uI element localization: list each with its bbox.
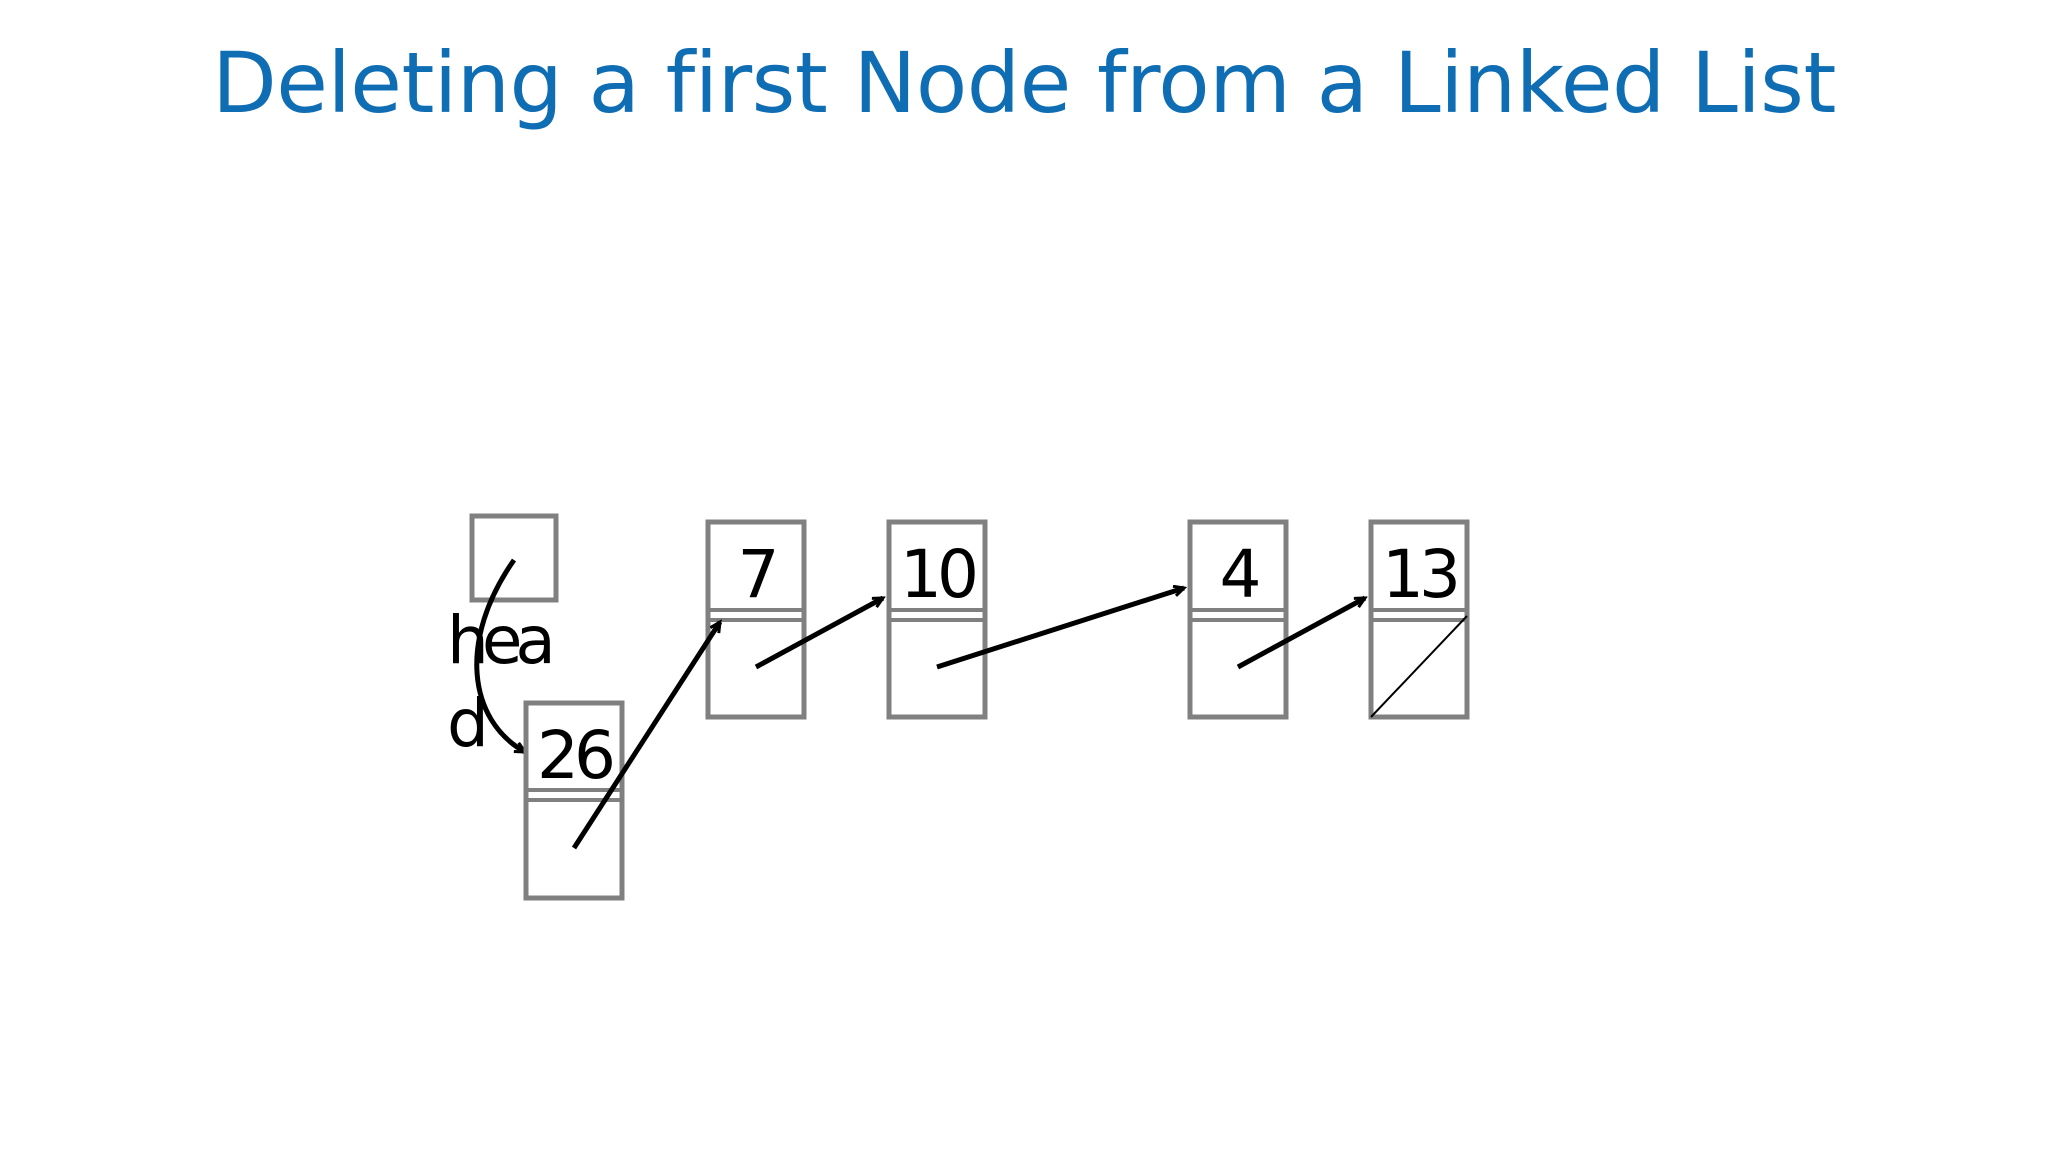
node-10-next-arrow — [936, 588, 1184, 670]
head-to-node-26-arrow — [474, 558, 525, 755]
node-value: 4 — [1220, 536, 1259, 613]
node-value: 10 — [900, 536, 975, 613]
node-7-next-arrow — [754, 595, 883, 670]
node-4: 4 — [1187, 519, 1289, 720]
head-pointer-box — [469, 513, 559, 603]
null-pointer-slash — [1370, 615, 1468, 718]
slide-title: Deleting a first Node from a Linked List — [212, 34, 1836, 132]
node-value: 7 — [738, 536, 775, 613]
head-label-line2: d — [447, 685, 483, 762]
node-26-next-arrow — [571, 622, 723, 850]
node-26: 26 — [523, 700, 625, 901]
node-value: 26 — [537, 717, 612, 794]
head-pointer: hea d — [447, 513, 559, 762]
node-10: 10 — [886, 519, 988, 720]
node-4-next-arrow — [1236, 595, 1365, 670]
node-7: 7 — [705, 519, 807, 720]
node-13: 13 — [1368, 519, 1470, 720]
head-label-line1: hea — [447, 602, 550, 679]
node-value: 13 — [1382, 536, 1456, 613]
